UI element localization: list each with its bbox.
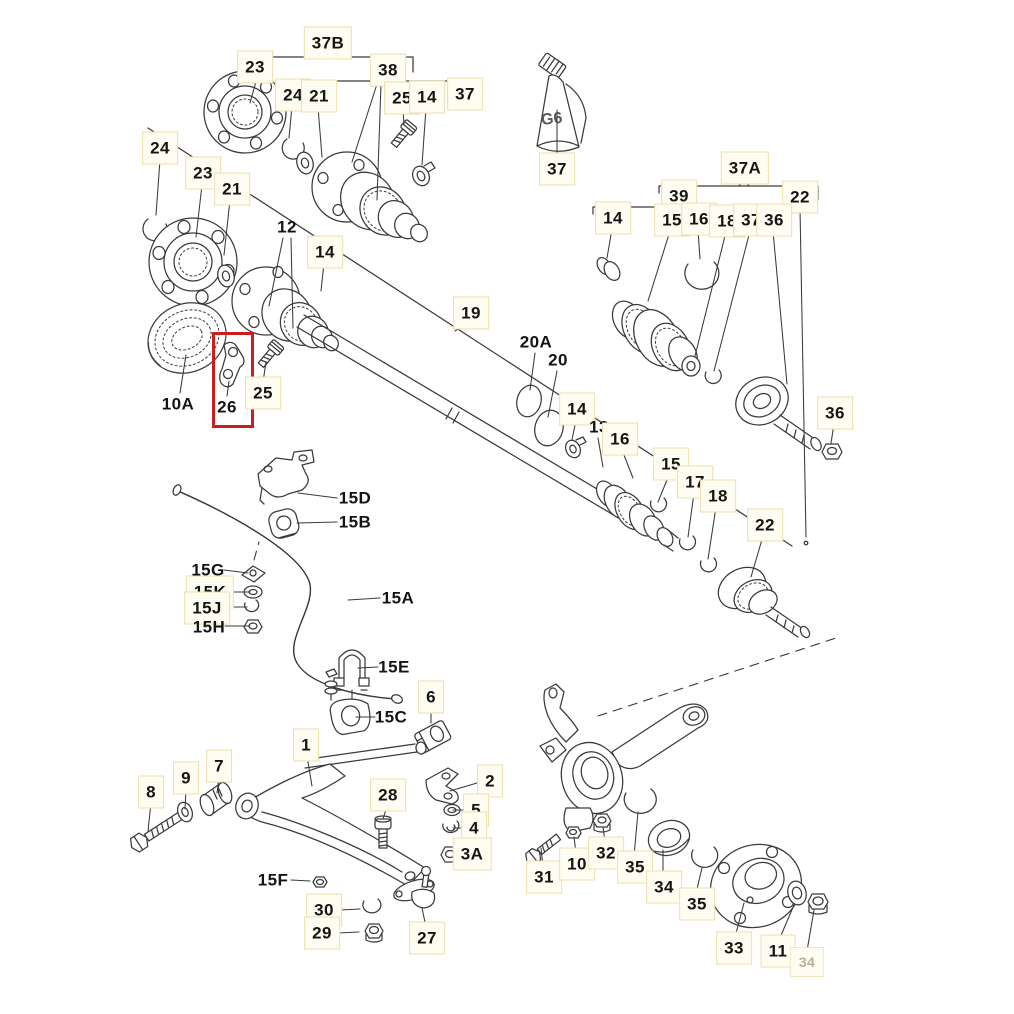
ball-joint-27 [393, 865, 436, 909]
part-label-15G-39: 15G [191, 560, 225, 580]
part-label-15E-44: 15E [378, 657, 410, 677]
part-label-3A-52: 3A [452, 837, 492, 871]
part-label-21-20: 21 [214, 172, 250, 206]
part-label-11-67: 11 [760, 934, 796, 968]
small-clamp [596, 257, 621, 281]
part-label-37B-0: 37B [303, 26, 353, 60]
snap-ring-35 [691, 846, 719, 868]
part-label-23-1: 23 [237, 50, 273, 84]
part-label-16-28: 16 [602, 422, 638, 456]
part-label-34-64: 34 [646, 870, 682, 904]
part-label-27-59: 27 [409, 921, 445, 955]
part-label-37A-9: 37A [720, 151, 770, 185]
part-label-18-31: 18 [700, 479, 736, 513]
outer-cv-joint [735, 376, 822, 452]
nut-32 [592, 813, 612, 833]
grease-label-text: G6 [540, 110, 563, 129]
part-label-33-66: 33 [716, 931, 752, 965]
part-label-6-46: 6 [418, 680, 444, 714]
part-label-25-36: 25 [245, 376, 281, 410]
part-label-14-6: 14 [409, 80, 445, 114]
wheel-hub-33 [709, 843, 803, 929]
part-label-28-48: 28 [370, 778, 406, 812]
stabilizer-bushing-15B [268, 508, 300, 539]
flange-hub-left [148, 217, 238, 307]
control-arm [235, 741, 427, 887]
part-label-20-25: 20 [548, 350, 568, 370]
part-label-8-53: 8 [138, 775, 164, 809]
nut-10 [565, 826, 582, 839]
big-clamp-ring [684, 261, 720, 290]
part-label-1-47: 1 [293, 728, 319, 762]
bushing-15C [329, 698, 371, 736]
part-label-21-4: 21 [301, 79, 337, 113]
bolt-icon [257, 339, 285, 369]
clamp-icon [411, 161, 436, 187]
part-label-19-23: 19 [453, 296, 489, 330]
bolt-28 [374, 815, 392, 849]
part-label-15D-37: 15D [338, 488, 372, 508]
part-label-35-65: 35 [679, 887, 715, 921]
nut-29 [364, 923, 384, 943]
part-label-15H-42: 15H [192, 617, 226, 637]
u-bolt-15E [324, 649, 370, 701]
part-label-14-12: 14 [595, 201, 631, 235]
part-label-14-26: 14 [559, 392, 595, 426]
part-label-15C-45: 15C [374, 707, 408, 727]
bushing-7 [199, 781, 233, 817]
clamp-2 [425, 767, 459, 805]
snap-ring-30 [362, 898, 382, 914]
hub-nut [807, 893, 829, 915]
link-hardware-stack [241, 565, 266, 634]
part-label-15B-38: 15B [338, 512, 372, 532]
axle-nut [821, 443, 843, 460]
wheel-bearing-34 [647, 819, 691, 857]
part-label-31-60: 31 [526, 860, 562, 894]
part-label-9-54: 9 [173, 761, 199, 795]
part-label-26-35: 26 [217, 397, 237, 417]
part-label-20A-24: 20A [519, 332, 553, 352]
part-label-15A-43: 15A [381, 588, 415, 608]
flange-boot-top [311, 151, 428, 243]
bolt-8 [129, 810, 185, 853]
part-label-12-21: 12 [277, 217, 297, 237]
lock-washer-4 [442, 820, 460, 834]
part-label-22-32: 22 [747, 508, 783, 542]
part-label-15F-56: 15F [257, 870, 289, 890]
inner-cv-boot [595, 480, 679, 552]
part-label-37-8: 37 [539, 152, 575, 186]
nut-15F [312, 876, 328, 888]
snap-ring-35 [623, 788, 657, 814]
part-label-24-18: 24 [142, 131, 178, 165]
grease-tube: G6 [536, 52, 587, 152]
bolt-icon [390, 119, 418, 149]
circlip-icon [281, 138, 305, 160]
part-label-36-33: 36 [817, 396, 853, 430]
leader-lines [147, 77, 835, 952]
part-label-34-68: 34 [789, 947, 825, 977]
drive-shaft [296, 314, 630, 521]
outer-cv-boot [717, 566, 811, 639]
gasket-disc [147, 302, 227, 374]
steering-knuckle [539, 683, 709, 833]
part-label-29-58: 29 [304, 916, 340, 950]
bracket-part-26 [219, 341, 245, 388]
part-label-2-49: 2 [477, 764, 503, 798]
part-label-14-22: 14 [307, 235, 343, 269]
part-label-37-7: 37 [447, 77, 483, 111]
part-label-15J-41: 15J [184, 591, 230, 625]
stabilizer-clamp-15D [257, 449, 315, 505]
part-label-10A-34: 10A [161, 394, 195, 414]
clamp-icon [564, 436, 587, 459]
part-label-7-55: 7 [206, 749, 232, 783]
part-label-36-17: 36 [756, 203, 792, 237]
